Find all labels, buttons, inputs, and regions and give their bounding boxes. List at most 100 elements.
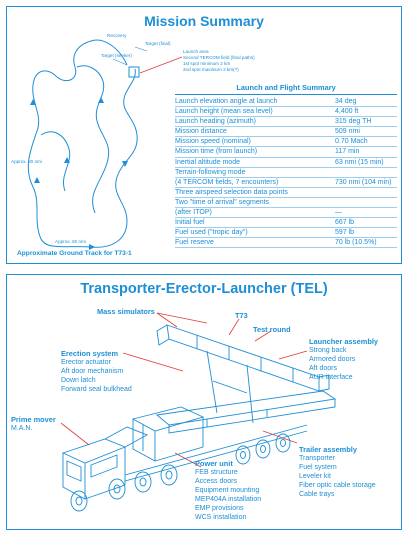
- label-mass-simulators: Mass simulators: [97, 307, 155, 316]
- component-list-item: Fiber optic cable storage: [299, 482, 376, 489]
- map-launch-note-2: 1st spot minimum 2 km: [183, 61, 231, 66]
- summary-row-label: Launch height (mean sea level): [175, 108, 273, 116]
- summary-row-label: Launch elevation angle at launch: [175, 98, 278, 105]
- map-label-target2: Target (seeker): [101, 53, 132, 58]
- summary-row-label: Mission time (from launch): [175, 148, 258, 156]
- summary-row: Mission speed (nominal) 0.70 Mach: [175, 137, 397, 148]
- prime-mover-list: M.A.N.: [11, 424, 56, 433]
- summary-row-label: Fuel used ("tropic day"): [175, 229, 248, 237]
- map-label-recovery: Recovery: [107, 33, 127, 38]
- component-list-item: MEP404A installation: [195, 496, 262, 503]
- component-list-item: Cable trays: [299, 491, 335, 498]
- mission-summary-panel: Mission Summary Recovery Target (final) …: [6, 6, 402, 264]
- power-unit-title: Power unit: [195, 459, 233, 468]
- summary-row-label: Inertial altitude mode: [175, 158, 240, 166]
- summary-row-value: 0.70 Mach: [335, 138, 368, 146]
- summary-row: (after ITOP) —: [175, 208, 397, 219]
- component-list-item: Aft door mechanism: [61, 368, 124, 375]
- summary-row: Fuel reserve 70 lb (10.5%): [175, 238, 397, 249]
- component-list-item: Fuel system: [299, 464, 337, 471]
- summary-row: Mission distance 509 nmi: [175, 127, 397, 138]
- map-label-approx-distance-2: Approx. 60 nmi: [55, 239, 86, 244]
- component-list-item: WCS installation: [195, 514, 247, 521]
- map-launch-note-3: 2nd spot maximum 2 km(?): [183, 67, 239, 72]
- summary-row-label: Initial fuel: [175, 219, 205, 227]
- summary-row-label: Launch heading (azimuth): [175, 118, 256, 126]
- prime-mover-cab: [61, 438, 127, 464]
- summary-row: Three airspeed selection data points: [175, 188, 397, 198]
- component-list-item: Strong back: [309, 347, 347, 354]
- launcher-tube: [166, 324, 320, 392]
- ground-track-caption: Approximate Ground Track for T73-1: [17, 250, 132, 257]
- summary-row-value: 597 lb: [335, 229, 355, 237]
- summary-row-value: 4,400 ft: [335, 108, 359, 116]
- summary-row-value: —: [335, 209, 342, 217]
- component-list-item: M.A.N.: [11, 425, 33, 432]
- summary-row-value: [335, 198, 397, 207]
- component-list-item: Aft doors: [309, 365, 338, 372]
- summary-row-label: (after ITOP): [175, 209, 212, 217]
- wheels: [70, 433, 291, 512]
- summary-row-value: 509 nmi: [335, 128, 360, 136]
- summary-row-value: [335, 188, 397, 197]
- trailer-assembly-title: Trailer assembly: [299, 445, 357, 454]
- launch-flight-summary: Launch and Flight Summary Launch elevati…: [175, 83, 397, 249]
- mission-summary-title: Mission Summary: [144, 13, 264, 29]
- launcher-assembly-title: Launcher assembly: [309, 337, 379, 346]
- component-list-item: Access doors: [195, 478, 238, 485]
- summary-row: Launch height (mean sea level) 4,400 ft: [175, 107, 397, 118]
- summary-row-label: Mission speed (nominal): [175, 138, 251, 146]
- tel-title: Transporter-Erector-Launcher (TEL): [80, 281, 328, 297]
- summary-row-label: (4 TERCOM fields, 7 encounters): [175, 178, 279, 186]
- component-list-item: EMP provisions: [195, 505, 244, 512]
- summary-row-value: 730 nmi (104 min): [335, 178, 392, 186]
- summary-row-value: 34 deg: [335, 98, 357, 105]
- ground-track-map: [27, 39, 183, 250]
- component-list-item: Armored doors: [309, 356, 356, 363]
- ground-track-path: [27, 39, 138, 248]
- component-list-item: Erector actuator: [61, 359, 111, 366]
- summary-row: Fuel used ("tropic day") 597 lb: [175, 228, 397, 239]
- summary-row-label: Three airspeed selection data points: [175, 188, 288, 196]
- summary-row: Two "time of arrival" segments: [175, 198, 397, 209]
- component-list-item: FEB structure: [195, 469, 238, 476]
- summary-row-value: [335, 168, 397, 177]
- summary-row: Terrain-following mode: [175, 168, 397, 178]
- tel-panel: Transporter-Erector-Launcher (TEL): [6, 274, 402, 530]
- summary-row: (4 TERCOM fields, 7 encounters) 730 nmi (…: [175, 178, 397, 188]
- prime-mover-title: Prime mover: [11, 415, 56, 424]
- summary-row: Launch elevation angle at launch 34 deg: [175, 97, 397, 108]
- summary-title: Launch and Flight Summary: [175, 83, 397, 95]
- summary-row-value: 117 min: [335, 148, 360, 156]
- group-prime-mover: Prime mover M.A.N.: [11, 415, 56, 433]
- power-unit-box: [131, 406, 205, 432]
- tel-illustration: [60, 312, 337, 512]
- summary-row-label: Two "time of arrival" segments: [175, 198, 270, 206]
- label-test-round: Test round: [253, 325, 291, 334]
- component-list-item: Transporter: [299, 455, 335, 462]
- launch-area-marker: [128, 66, 140, 78]
- component-list-item: Down latch: [61, 377, 96, 384]
- summary-row-label: Fuel reserve: [175, 239, 214, 247]
- summary-row: Launch heading (azimuth) 315 deg TH: [175, 117, 397, 128]
- summary-row-value: 315 deg TH: [335, 118, 372, 126]
- summary-row-label: Mission distance: [175, 128, 227, 136]
- erection-system-title: Erection system: [61, 349, 119, 358]
- component-list-item: Leveler kit: [299, 473, 331, 480]
- component-list-item: Forward seal bulkhead: [61, 386, 132, 393]
- map-launch-note-title: Launch area: [183, 49, 209, 54]
- summary-row-value: 70 lb (10.5%): [335, 239, 377, 247]
- summary-row: Mission time (from launch) 117 min: [175, 147, 397, 158]
- map-label-approx-distance: Approx. 80 nmi: [11, 159, 42, 164]
